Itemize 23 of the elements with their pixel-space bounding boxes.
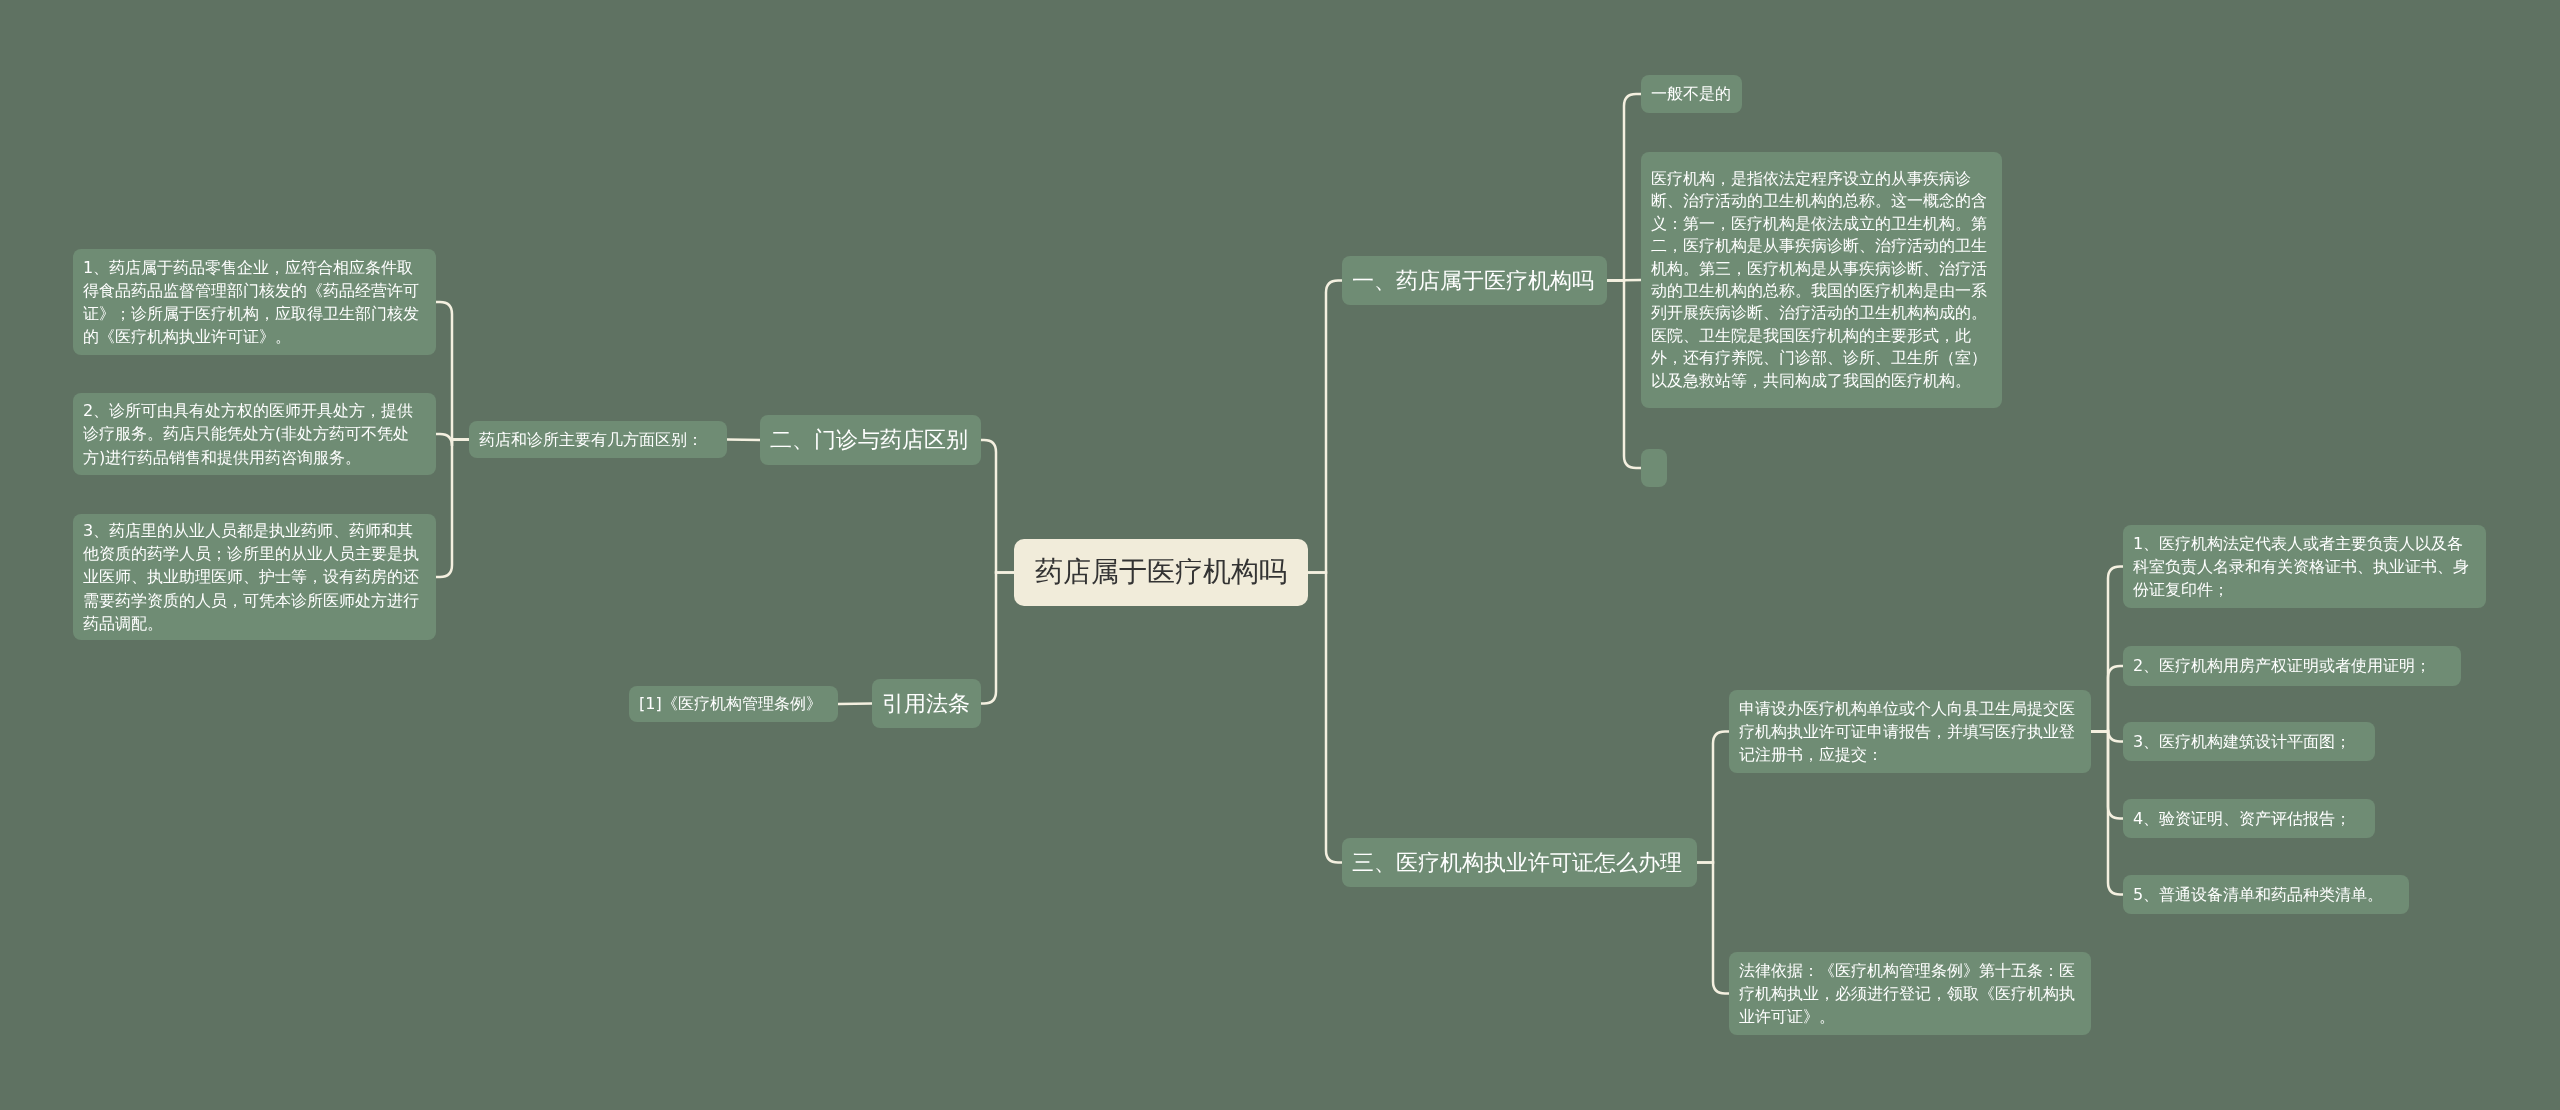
topic-box: 二、门诊与药店区别 bbox=[760, 415, 981, 465]
connector-line bbox=[727, 438, 760, 442]
note-box: 5、普通设备清单和药品种类清单。 bbox=[2123, 875, 2409, 914]
topic-box: 三、医疗机构执业许可证怎么办理 bbox=[1342, 838, 1697, 887]
topic-box: 引用法条 bbox=[872, 679, 981, 728]
central-topic: 药店属于医疗机构吗 bbox=[1014, 539, 1308, 606]
connector-line bbox=[981, 571, 1014, 705]
note-box: 3、医疗机构建筑设计平面图； bbox=[2123, 722, 2375, 761]
topic-box: 一、药店属于医疗机构吗 bbox=[1342, 256, 1607, 305]
note-box: [1]《医疗机构管理条例》 bbox=[629, 686, 838, 722]
connector-line bbox=[838, 702, 872, 706]
note-box: 2、诊所可由具有处方权的医师开具处方，提供诊疗服务。药店只能凭处方(非处方药可不凭处方)进行药品销售和提供用药咨询服务。 bbox=[73, 393, 436, 475]
note-box: 4、验资证明、资产评估报告； bbox=[2123, 799, 2375, 838]
note-box: 医疗机构，是指依法定程序设立的从事疾病诊断、治疗活动的卫生机构的总称。这一概念的含义：第一，医疗机构是依法成立的卫生机构。第二，医疗机构是从事疾病诊断、治疗活动的卫生机构。第三，医疗机构是从事疾病诊断、治疗活动的卫生机构的总称。我国的医疗机构是由一系列开展疾病诊断、治疗活动的卫生机构构成的。医院、卫生院是我国医疗机构的主要形式，此外，还有疗养院、门诊部、诊所、卫生所（室）以及急救站等，共同构成了我国的医疗机构。 bbox=[1641, 152, 2002, 408]
note-box: 法律依据：《医疗机构管理条例》第十五条：医疗机构执业，必须进行登记，领取《医疗机构执业许可证》。 bbox=[1729, 952, 2091, 1035]
note-box: 药店和诊所主要有几方面区别： bbox=[469, 421, 727, 458]
note-box: 1、医疗机构法定代表人或者主要负责人以及各科室负责人名录和有关资格证书、执业证书、身份证复印件； bbox=[2123, 525, 2486, 608]
note-box: 申请设办医疗机构单位或个人向县卫生局提交医疗机构执业许可证申请报告，并填写医疗执业登记注册书，应提交： bbox=[1729, 690, 2091, 773]
note-box: 2、医疗机构用房产权证明或者使用证明； bbox=[2123, 646, 2461, 686]
empty-box bbox=[1641, 449, 1667, 487]
note-box: 1、药店属于药品零售企业，应符合相应条件取得食品药品监督管理部门核发的《药品经营许可证》；诊所属于医疗机构，应取得卫生部门核发的《医疗机构执业许可证》。 bbox=[73, 249, 436, 355]
note-box: 3、药店里的从业人员都是执业药师、药师和其他资质的药学人员；诊所里的从业人员主要是执业医师、执业助理医师、护士等，设有药房的还需要药学资质的人员，可凭本诊所医师处方进行药品调配。 bbox=[73, 514, 436, 640]
note-box: 一般不是的 bbox=[1641, 75, 1742, 113]
